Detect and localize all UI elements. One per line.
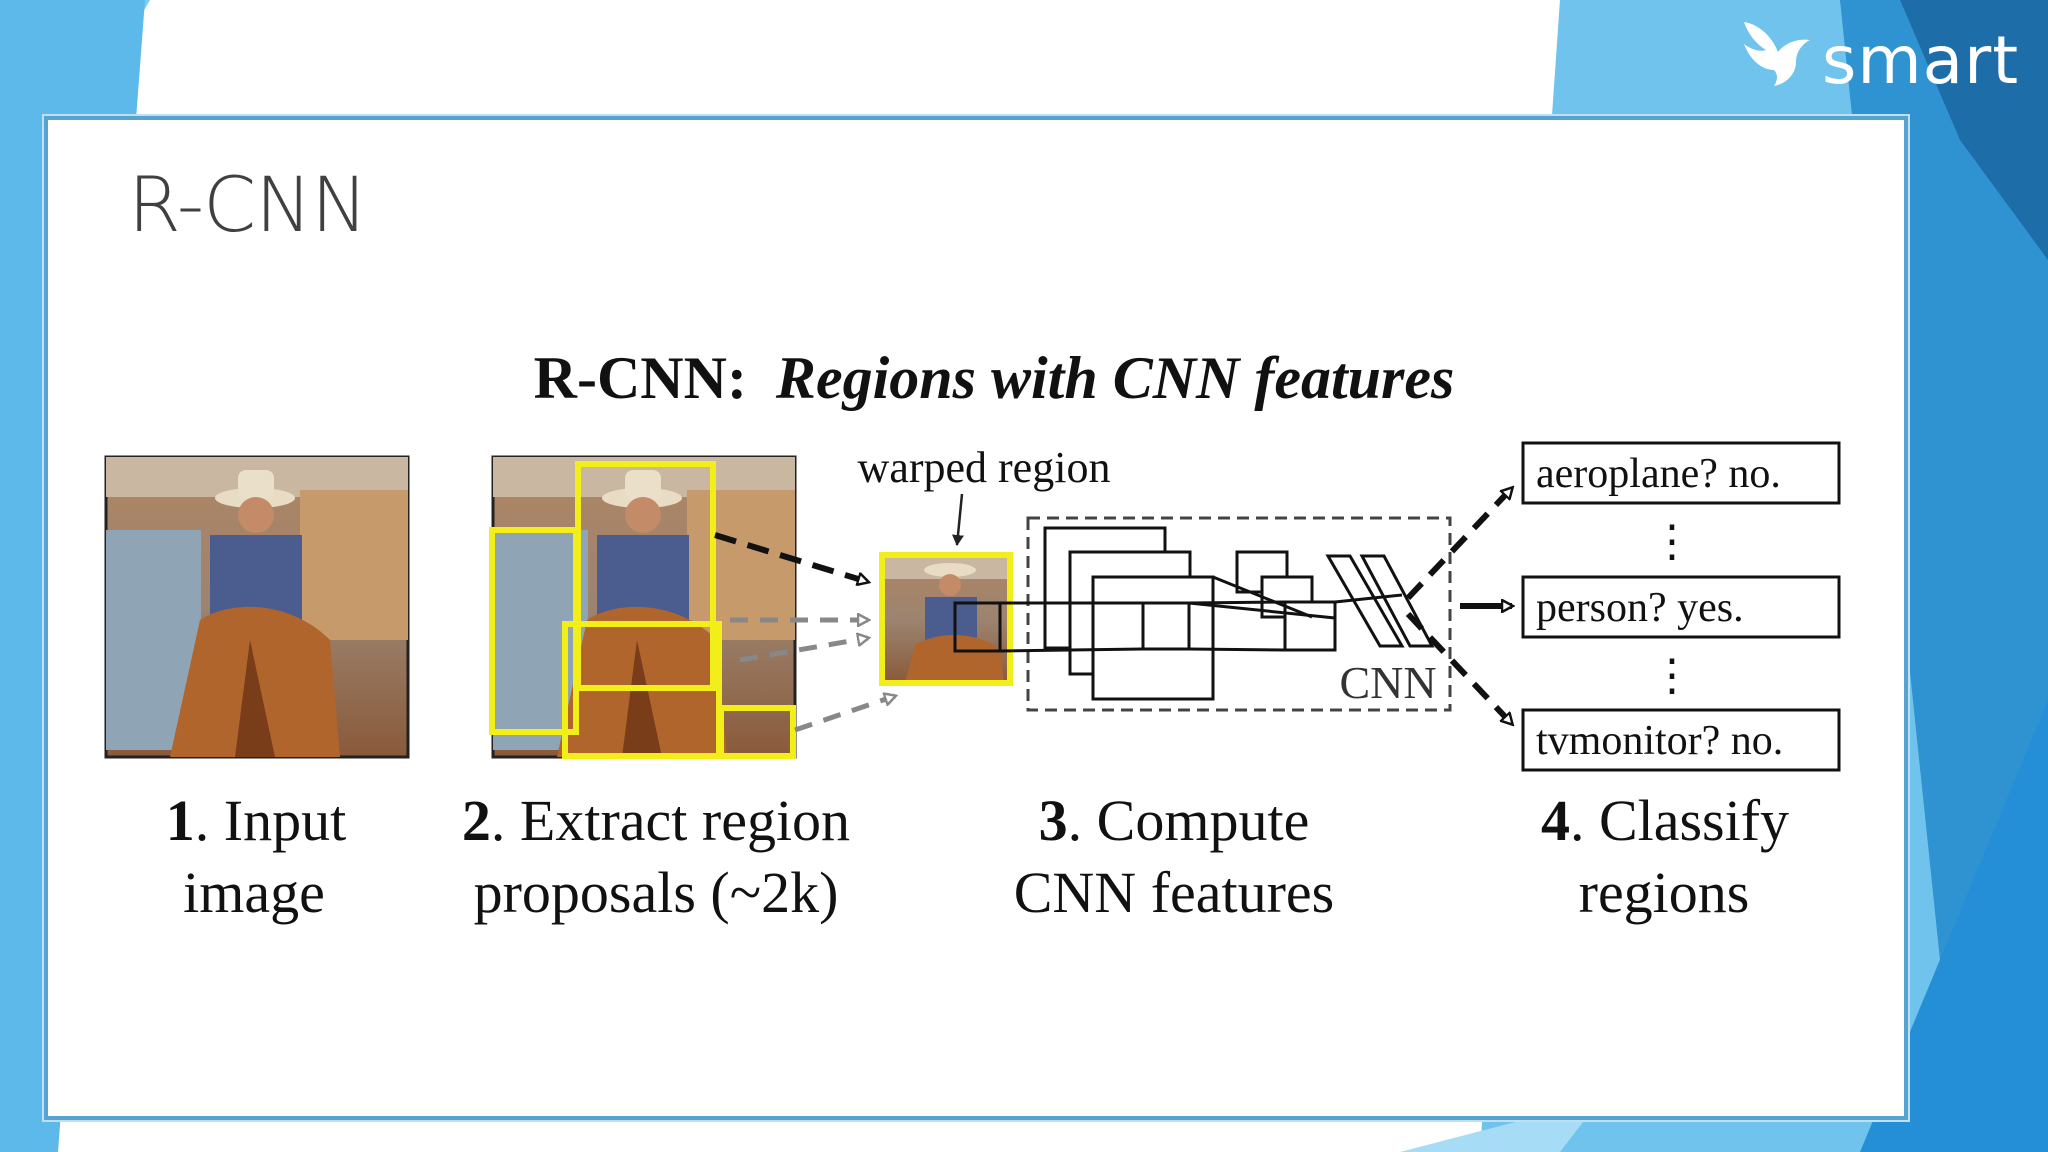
step-1-line1: 1. Input — [166, 788, 346, 853]
class-output: aeroplane? no. ⋮ person? yes. ⋮ tvmonito… — [1521, 441, 1841, 772]
step-2-text: . Extract region — [491, 788, 850, 853]
proposal-box — [489, 527, 579, 735]
heading-italic: Regions with CNN features — [775, 345, 1454, 411]
step-3-number: 3 — [1039, 788, 1068, 853]
bird-icon — [1744, 22, 1810, 86]
step-1-number: 1 — [166, 788, 195, 853]
slide-title: R-CNN — [128, 160, 368, 249]
class-box — [1521, 441, 1841, 505]
step-3-text: . Compute — [1068, 788, 1310, 853]
step-1-line2: image — [183, 860, 325, 925]
logo-text: smart — [1822, 22, 2020, 99]
proposals-image — [489, 455, 797, 759]
step-3-line2: CNN features — [1014, 860, 1335, 925]
class-label: person? yes. — [1536, 585, 1744, 631]
class-box — [1521, 575, 1841, 639]
vdots: ⋮ — [1650, 517, 1694, 566]
proposal-box — [562, 621, 722, 759]
cnn-label: CNN — [1339, 657, 1436, 708]
step-4-line1: 4. Classify — [1541, 788, 1789, 853]
heading-bold: R-CNN: — [534, 345, 747, 411]
step-4-number: 4 — [1541, 788, 1570, 853]
class-label: aeroplane? no. — [1536, 451, 1781, 497]
step-2-line2: proposals (~2k) — [474, 860, 839, 925]
diagram-heading: R-CNN: Regions with CNN features — [534, 345, 1455, 411]
step-3-line1: 3. Compute — [1039, 788, 1310, 853]
warped-region-image — [879, 552, 1013, 686]
step-4-line2: regions — [1579, 860, 1750, 925]
proposal-arrows — [714, 532, 895, 733]
input-image — [104, 455, 410, 759]
step-2-number: 2 — [462, 788, 491, 853]
warped-region-pointer — [952, 493, 964, 546]
output-arrows — [1405, 488, 1512, 724]
vdots: ⋮ — [1650, 651, 1694, 700]
warped-region-label: warped region — [858, 443, 1111, 492]
step-1-text: . Input — [195, 788, 346, 853]
step-captions: 1. Input image 2. Extract region proposa… — [166, 788, 1789, 925]
proposal-box — [718, 705, 796, 759]
brand-logo: smart — [1738, 14, 2028, 104]
step-2-line1: 2. Extract region — [462, 788, 850, 853]
class-label: tvmonitor? no. — [1536, 718, 1783, 764]
step-4-text: . Classify — [1570, 788, 1789, 853]
class-box — [1521, 708, 1841, 772]
